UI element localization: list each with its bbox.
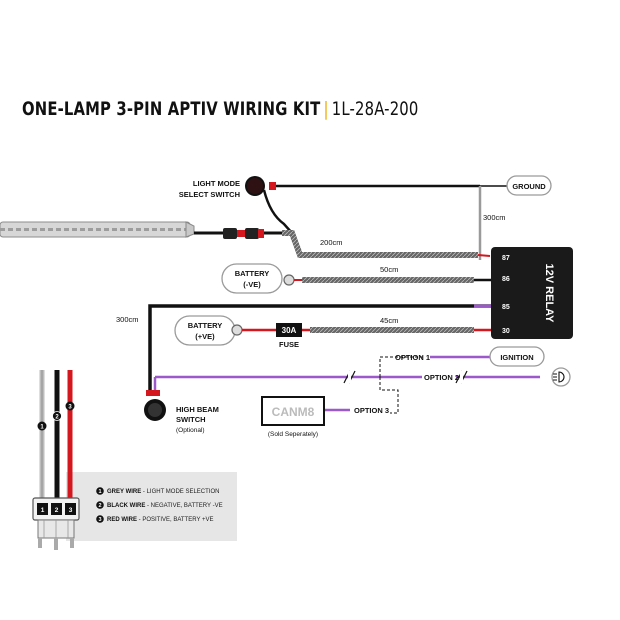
- relay: 12V RELAY 87 86 85 30: [491, 247, 573, 339]
- title-main: ONE-LAMP 3-PIN APTIV WIRING KIT: [22, 98, 321, 120]
- length-ground: 300cm: [483, 213, 506, 222]
- pigtail-label-2: 2: [55, 415, 59, 421]
- switch-wire-300cm: 300cm: [116, 304, 491, 395]
- ground-wire: GROUND 300cm: [276, 175, 552, 260]
- canm8-module: CANM8 (Sold Seperately): [261, 396, 325, 438]
- page-title: ONE-LAMP 3-PIN APTIV WIRING KIT|1L-28A-2…: [22, 98, 418, 120]
- ignition-label: IGNITION: [500, 353, 533, 362]
- canm8-label: CANM8: [272, 405, 315, 419]
- option-2-label: OPTION 2: [424, 373, 459, 382]
- legend-num-2: 2: [98, 503, 101, 509]
- battery-pos-label-1: BATTERY: [188, 321, 223, 330]
- title-separator: |: [323, 98, 329, 120]
- option-3-label: OPTION 3: [354, 406, 389, 415]
- relay-pin-86: 86: [502, 276, 510, 283]
- relay-pin-30: 30: [502, 328, 510, 335]
- light-mode-switch: LIGHT MODE SELECT SWITCH: [179, 176, 293, 234]
- battery-neg-label-2: (-VE): [243, 280, 261, 289]
- legend-item-2: BLACK WIRE - NEGATIVE, BATTERY -VE: [107, 503, 223, 509]
- fuse-label: FUSE: [279, 340, 299, 349]
- length-harness: 200cm: [320, 238, 343, 247]
- high-beam-label-3: (Optional): [176, 427, 205, 434]
- light-mode-label-1: LIGHT MODE: [193, 179, 240, 188]
- harness-200cm: 200cm: [282, 230, 491, 258]
- pin-3: 3: [69, 507, 73, 514]
- pin-1: 1: [41, 507, 45, 514]
- option-1-label: OPTION 1: [395, 353, 430, 362]
- length-switch: 300cm: [116, 315, 139, 324]
- headlight-icon: [551, 367, 571, 387]
- title-part-code: 1L-28A-200: [331, 98, 419, 120]
- high-beam-label-2: SWITCH: [176, 415, 206, 424]
- pigtail-label-1: 1: [40, 425, 44, 431]
- aptiv-connector: [194, 228, 282, 239]
- wire-legend: 1 GREY WIRE - LIGHT MODE SELECTION 2 BLA…: [66, 472, 237, 541]
- battery-pos-label-2: (+VE): [195, 332, 215, 341]
- canm8-note: (Sold Seperately): [268, 431, 318, 438]
- pigtail-label-3: 3: [68, 405, 72, 411]
- legend-num-3: 3: [98, 517, 101, 523]
- length-battery-neg: 50cm: [380, 265, 398, 274]
- legend-item-3: RED WIRE - POSITIVE, BATTERY +VE: [107, 517, 214, 523]
- option-wiring: IGNITION OPTION 1 OPTION 2 OPTION 3: [148, 346, 571, 415]
- fuse-rating: 30A: [282, 326, 297, 335]
- pin-2: 2: [55, 507, 59, 514]
- light-mode-label-2: SELECT SWITCH: [179, 190, 240, 199]
- legend-item-1: GREY WIRE - LIGHT MODE SELECTION: [107, 489, 219, 495]
- relay-pin-87: 87: [502, 255, 510, 262]
- ground-label: GROUND: [512, 182, 546, 191]
- relay-label: 12V RELAY: [543, 264, 555, 324]
- battery-positive: BATTERY (+VE) 30A FUSE 45cm: [174, 315, 491, 349]
- relay-pin-85: 85: [502, 304, 510, 311]
- light-bar: [0, 221, 195, 238]
- high-beam-switch: HIGH BEAM SWITCH (Optional): [144, 390, 219, 434]
- battery-negative: BATTERY (-VE) 50cm: [221, 263, 491, 294]
- legend-num-1: 1: [98, 489, 101, 495]
- battery-neg-label-1: BATTERY: [235, 269, 270, 278]
- length-battery-pos: 45cm: [380, 316, 398, 325]
- pigtail-connector: 1 2 3 1 2 3: [32, 370, 80, 550]
- high-beam-label-1: HIGH BEAM: [176, 405, 219, 414]
